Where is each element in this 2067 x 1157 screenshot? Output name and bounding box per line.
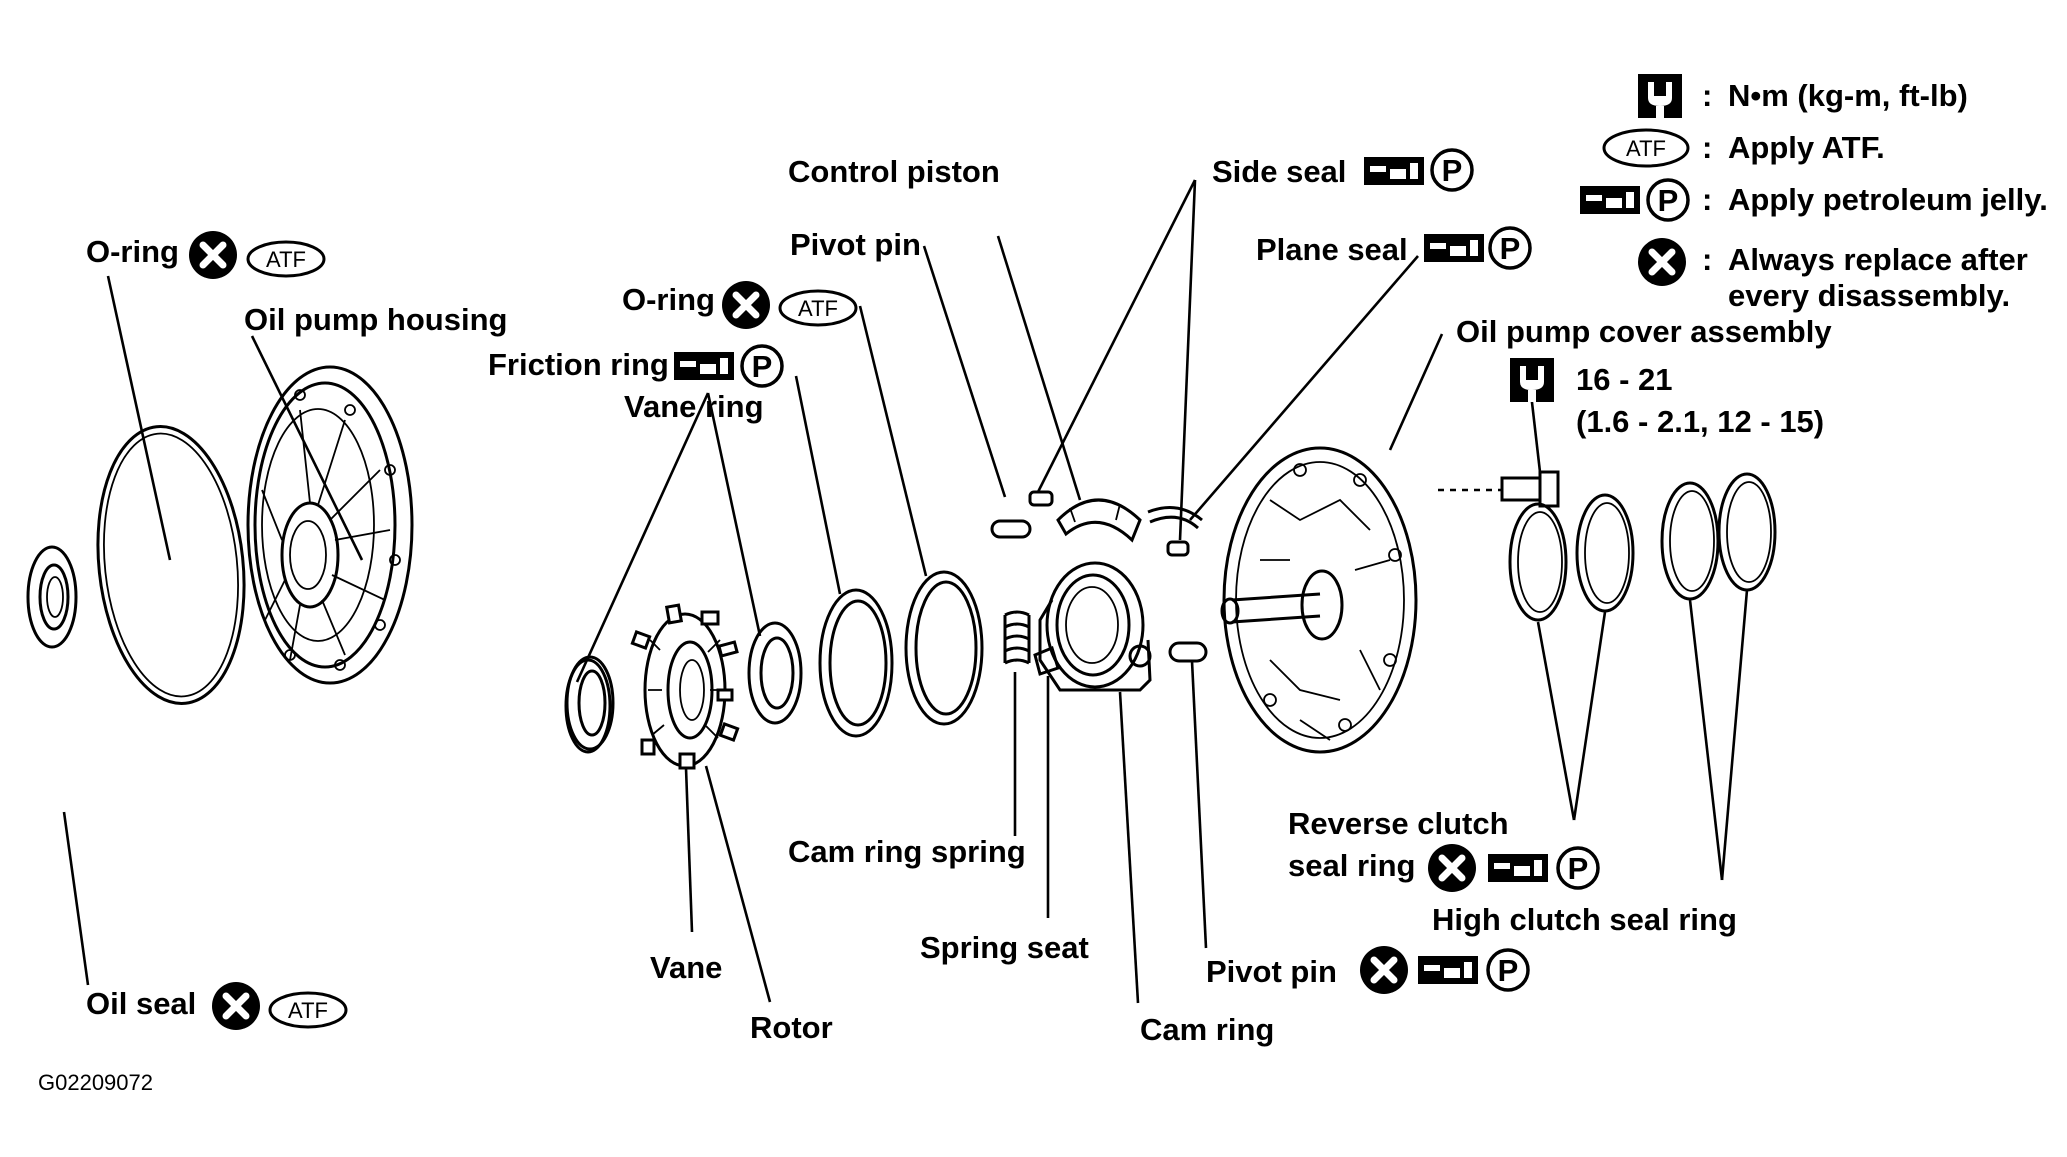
label-oil-seal: Oil seal [86,986,196,1021]
label-o-ring-mid: O-ring [622,282,715,317]
label-vane: Vane [650,950,722,985]
petroleum-jelly-icon [1488,854,1548,882]
legend-separator: : [1702,78,1712,113]
vane-ring-right-part [747,621,803,725]
legend-replace-text-2: every disassembly. [1728,278,2010,313]
legend-separator: : [1702,130,1712,165]
replace-icon [1428,844,1476,892]
label-side-seal: Side seal [1212,154,1346,189]
legend-torque-text: N•m (kg-m, ft-lb) [1728,78,1968,113]
legend-replace-text-1: Always replace after [1728,242,2028,277]
bolt-part [1438,470,1560,508]
label-reverse-clutch-2: seal ring [1288,848,1416,883]
p-badge-text: P [1658,183,1679,218]
replace-icon [722,281,770,329]
label-plane-seal: Plane seal [1256,232,1408,267]
p-badge-reverse-clutch: P [1556,846,1600,890]
oil-pump-cover-part [1220,446,1418,754]
legend: : N•m (kg-m, ft-lb) ATF : Apply ATF. P :… [1580,74,2048,313]
side-seal-parts [1028,490,1190,557]
petroleum-jelly-icon [1418,956,1478,984]
p-badge-friction-ring: P [740,344,784,388]
p-badge-side-seal: P [1430,148,1474,192]
plane-seal-part [1147,506,1203,530]
rotor-part [643,612,727,768]
petroleum-jelly-icon [674,352,734,380]
legend-separator: : [1702,182,1712,217]
atf-badge-text: ATF [266,247,306,272]
legend-jelly-text: Apply petroleum jelly. [1728,182,2048,217]
label-friction-ring: Friction ring [488,347,669,382]
vane-pieces [630,603,740,770]
replace-icon [1638,238,1686,286]
pivot-pin-top-part [990,519,1032,539]
label-oil-pump-cover-assembly: Oil pump cover assembly [1456,314,1832,349]
petroleum-jelly-icon [1424,234,1484,262]
o-ring-large-part [96,425,246,705]
atf-badge-oil-seal: ATF [268,991,348,1029]
atf-badge-o-ring-mid: ATF [778,289,858,327]
label-reverse-clutch-1: Reverse clutch [1288,806,1509,841]
label-control-piston: Control piston [788,154,1000,189]
oil-seal-part [26,545,78,649]
p-badge-plane-seal: P [1488,226,1532,270]
label-vane-ring: Vane ring [624,389,764,424]
atf-badge-text: ATF [798,296,838,321]
atf-badge-text: ATF [288,998,328,1023]
label-o-ring-left: O-ring [86,234,179,269]
control-piston-part [1056,498,1142,543]
replace-icon [1360,946,1408,994]
p-badge-text: P [1442,153,1463,188]
p-badge-text: P [1498,953,1519,988]
label-rotor: Rotor [750,1010,833,1045]
label-pivot-pin-bottom: Pivot pin [1206,954,1337,989]
leader-lines [62,179,1749,1004]
label-cam-ring: Cam ring [1140,1012,1274,1047]
p-badge-text: P [1500,231,1521,266]
reverse-clutch-seal-ring-parts [1508,493,1635,622]
friction-ring-part [818,588,894,738]
oil-pump-housing-part [246,365,414,685]
spring-seat-part [1033,645,1060,676]
atf-badge-o-ring-left: ATF [246,240,326,278]
label-high-clutch-seal-ring: High clutch seal ring [1432,902,1737,937]
label-torque-value-2: (1.6 - 2.1, 12 - 15) [1576,404,1824,439]
label-oil-pump-housing: Oil pump housing [244,302,507,337]
torque-wrench-icon [1510,358,1554,402]
p-badge-text: P [752,349,773,384]
vane-ring-small-part [565,655,615,751]
high-clutch-seal-ring-parts [1660,472,1777,601]
replace-icon [189,231,237,279]
label-pivot-pin-top: Pivot pin [790,227,921,262]
petroleum-jelly-icon [1364,157,1424,185]
cam-ring-part [1038,561,1152,692]
legend-separator: : [1702,242,1712,277]
legend-atf-text: Apply ATF. [1728,130,1885,165]
petroleum-jelly-icon [1580,186,1640,214]
p-badge-pivot-pin: P [1486,948,1530,992]
figure-code: G02209072 [38,1070,153,1095]
p-badge-text: P [1568,851,1589,886]
label-torque-value-1: 16 - 21 [1576,362,1673,397]
replace-icon [212,982,260,1030]
torque-wrench-icon [1638,74,1682,118]
atf-badge-text: ATF [1626,136,1666,161]
pivot-pin-bottom-part [1168,641,1208,663]
label-cam-ring-spring: Cam ring spring [788,834,1026,869]
o-ring-mid-part [904,570,984,726]
label-spring-seat: Spring seat [920,930,1089,965]
cam-ring-spring-part [1003,610,1031,665]
